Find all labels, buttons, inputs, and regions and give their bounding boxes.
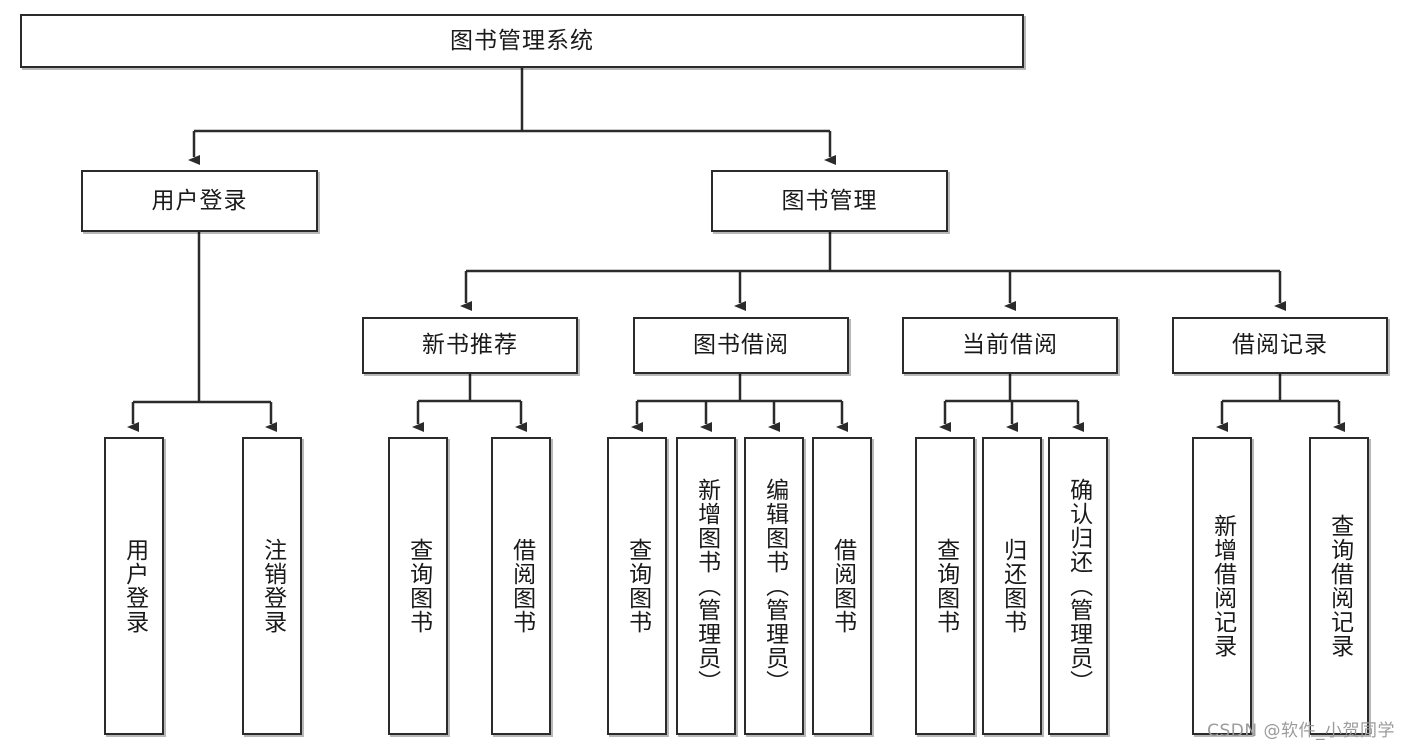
watermark-text: CSDN @软件_小贺同学: [1207, 721, 1395, 741]
node-leaf-add-book[interactable]: 新增图书（管理员）: [676, 437, 736, 735]
node-borrow-record-label: 借阅记录: [1232, 332, 1328, 358]
node-leaf-query-book-cb-label: 查询图书: [932, 538, 959, 634]
node-leaf-borrow-book-bb-label: 借阅图书: [829, 538, 856, 634]
node-leaf-add-book-label: 新增图书（管理员）: [693, 478, 720, 694]
node-leaf-borrow-book-rec-label: 借阅图书: [508, 538, 535, 634]
node-book-manage[interactable]: 图书管理: [711, 170, 948, 232]
node-leaf-confirm-return[interactable]: 确认归还（管理员）: [1048, 437, 1108, 735]
node-leaf-query-book-rec-label: 查询图书: [405, 538, 432, 634]
node-leaf-return-book-label: 归还图书: [999, 538, 1026, 634]
node-leaf-edit-book-label: 编辑图书（管理员）: [761, 478, 788, 694]
node-borrow-record[interactable]: 借阅记录: [1172, 317, 1388, 374]
node-leaf-query-book-bb-label: 查询图书: [624, 538, 651, 634]
node-root[interactable]: 图书管理系统: [20, 14, 1024, 68]
node-leaf-query-book-cb[interactable]: 查询图书: [915, 437, 975, 735]
node-leaf-user-logout[interactable]: 注销登录: [242, 437, 302, 735]
node-leaf-confirm-return-label: 确认归还（管理员）: [1065, 478, 1092, 694]
node-current-borrow[interactable]: 当前借阅: [902, 317, 1118, 374]
node-book-manage-label: 图书管理: [781, 187, 878, 214]
node-new-book-recommend-label: 新书推荐: [422, 332, 518, 358]
node-leaf-query-record-label: 查询借阅记录: [1326, 514, 1353, 658]
node-root-label: 图书管理系统: [450, 27, 594, 54]
node-leaf-user-login-label: 用户登录: [121, 538, 148, 634]
node-leaf-add-record-label: 新增借阅记录: [1209, 514, 1236, 658]
node-leaf-borrow-book-bb[interactable]: 借阅图书: [812, 437, 872, 735]
node-leaf-edit-book[interactable]: 编辑图书（管理员）: [744, 437, 804, 735]
node-leaf-query-book-rec[interactable]: 查询图书: [388, 437, 448, 735]
node-book-borrow[interactable]: 图书借阅: [633, 317, 849, 374]
node-current-borrow-label: 当前借阅: [962, 332, 1058, 358]
node-book-borrow-label: 图书借阅: [693, 332, 789, 358]
node-leaf-query-record[interactable]: 查询借阅记录: [1309, 437, 1369, 735]
node-leaf-return-book[interactable]: 归还图书: [982, 437, 1042, 735]
node-leaf-add-record[interactable]: 新增借阅记录: [1192, 437, 1252, 735]
node-leaf-user-login[interactable]: 用户登录: [104, 437, 164, 735]
node-new-book-recommend[interactable]: 新书推荐: [362, 317, 578, 374]
node-leaf-borrow-book-rec[interactable]: 借阅图书: [491, 437, 551, 735]
node-user-login-label: 用户登录: [151, 187, 248, 214]
node-leaf-query-book-bb[interactable]: 查询图书: [607, 437, 667, 735]
node-leaf-user-logout-label: 注销登录: [259, 538, 286, 634]
node-user-login[interactable]: 用户登录: [81, 170, 318, 232]
